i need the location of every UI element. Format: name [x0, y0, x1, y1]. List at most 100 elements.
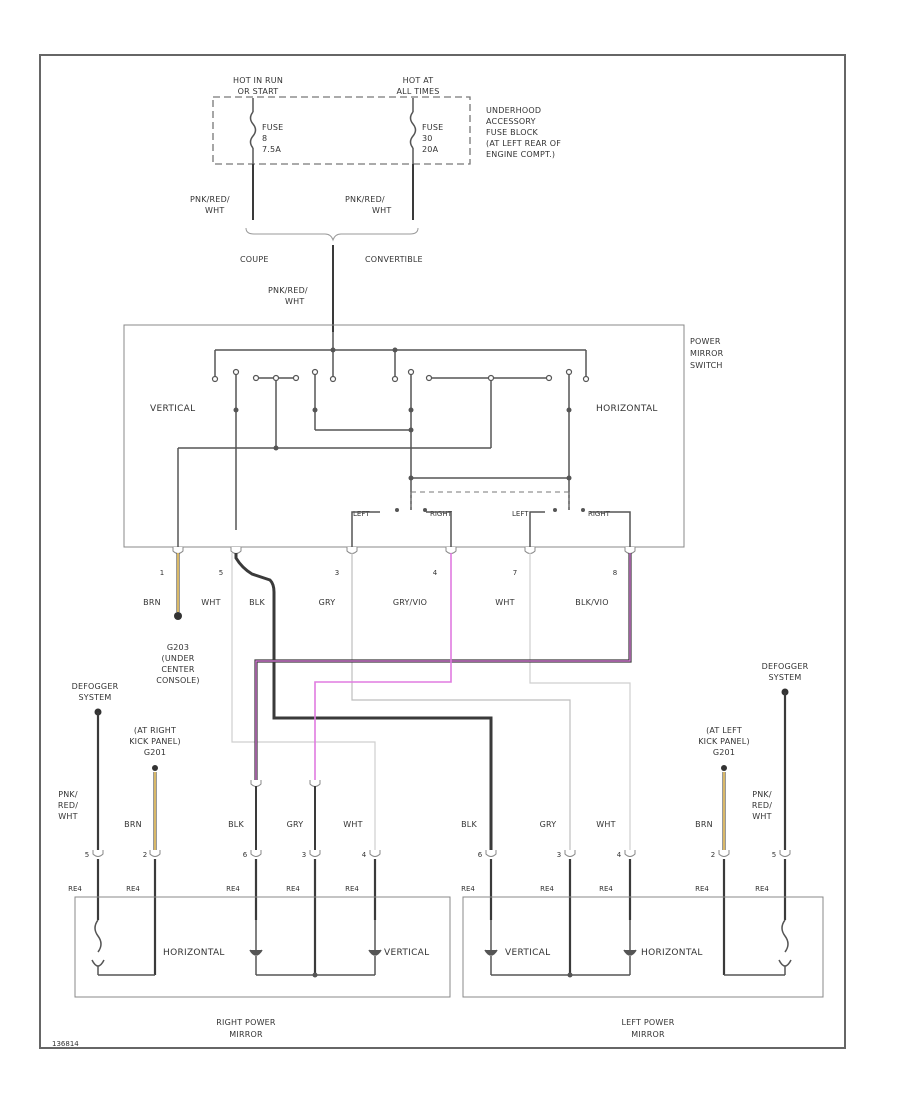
lm-pin-3: 3 [557, 851, 561, 859]
pin-3-color: GRY [319, 598, 336, 607]
fuse-block: HOT IN RUN OR START HOT AT ALL TIMES FUS… [212, 76, 561, 165]
rm-pin-3: 3 [302, 851, 306, 859]
rm-conn-2: RE4 [126, 885, 140, 893]
lm-conn-2: RE4 [540, 885, 554, 893]
coupe-label: COUPE [240, 255, 269, 264]
outer-frame [39, 54, 846, 1049]
wire-left-label-1: PNK/RED/ [190, 195, 230, 204]
fuse-right-line1: FUSE [422, 123, 443, 132]
rm-pin-5: 5 [85, 851, 89, 859]
wire-blk-6 [234, 553, 493, 850]
diagram-code: 136814 [52, 1040, 79, 1048]
pin-8-color: BLK/VIO [575, 598, 608, 607]
g201r-line1: (AT RIGHT [134, 726, 176, 735]
pin-5-color: WHT [201, 598, 220, 607]
rm-wire-red: RED/ [58, 801, 78, 810]
defogger-right-line2: SYSTEM [768, 673, 801, 682]
rm-label-2: MIRROR [229, 1030, 263, 1039]
ground-g201-left-kick: (AT LEFT KICK PANEL) G201 [698, 726, 750, 850]
fuse-8-icon [249, 111, 257, 149]
g203-line4: CONSOLE) [156, 676, 199, 685]
mirror-pin-numbers: 5 2 6 3 4 6 3 4 2 5 [85, 851, 776, 859]
wire-blk-vio-8 [255, 553, 631, 780]
wire-gry-3 [351, 553, 571, 850]
fuse-block-label-3: FUSE BLOCK [486, 128, 538, 137]
wire-center-label-2: WHT [285, 297, 304, 306]
ground-g203: G203 (UNDER CENTER CONSOLE) [156, 612, 200, 685]
lm-wire-blk: BLK [461, 820, 477, 829]
pin-4-num: 4 [433, 569, 438, 577]
switch-horizontal-label: HORIZONTAL [596, 404, 658, 414]
ground-g201-right-kick: (AT RIGHT KICK PANEL) G201 [129, 726, 181, 850]
pin-3-num: 3 [335, 569, 339, 577]
g201l-line1: (AT LEFT [706, 726, 742, 735]
pin-8-num: 8 [613, 569, 617, 577]
defogger-right-line1: DEFOGGER [762, 662, 809, 671]
rm-label-1: RIGHT POWER [216, 1018, 276, 1027]
lm-conn-4: RE4 [695, 885, 709, 893]
right-power-mirror: HORIZONTAL VERTICAL RIGHT POWER MIRROR [74, 896, 451, 1039]
wire-right-label-2: WHT [372, 206, 391, 215]
rm-wire-wht: WHT [58, 812, 77, 821]
g201l-line2: KICK PANEL) [698, 737, 750, 746]
rm-heater-icon [94, 919, 102, 953]
rm-pin-2: 2 [143, 851, 147, 859]
right-mirror-wire-labels: PNK/ RED/ WHT BRN BLK GRY WHT [58, 790, 363, 829]
g203-line3: CENTER [161, 665, 195, 674]
lm-wire-brn: BRN [695, 820, 713, 829]
lm-conn-3: RE4 [599, 885, 613, 893]
hot-left-line2: OR START [238, 87, 279, 96]
rm-conn-5: RE4 [345, 885, 359, 893]
rm-conn-3: RE4 [226, 885, 240, 893]
wire-right-label-1: PNK/RED/ [345, 195, 385, 204]
lm-horizontal-label: HORIZONTAL [641, 948, 703, 958]
lm-wire-wht2: WHT [752, 812, 771, 821]
fuse-left-line3: 7.5A [262, 145, 281, 154]
switch-pins [172, 547, 636, 554]
rm-wire-wht2: WHT [343, 820, 362, 829]
switch-left-2: LEFT [512, 510, 529, 518]
rm-wire-gry: GRY [287, 820, 304, 829]
wire-center-label-1: PNK/RED/ [268, 286, 308, 295]
pin-5-num: 5 [219, 569, 223, 577]
lm-pin-4: 4 [617, 851, 622, 859]
fuse-30-icon [409, 111, 417, 149]
g201r-line2: KICK PANEL) [129, 737, 181, 746]
lm-label-2: MIRROR [631, 1030, 665, 1039]
pin-7-num: 7 [513, 569, 517, 577]
wire-wht-5 [231, 553, 376, 850]
power-mirror-switch: POWER MIRROR SWITCH [123, 324, 723, 548]
fuse-left-line2: 8 [262, 134, 267, 143]
rm-horizontal-label: HORIZONTAL [163, 948, 225, 958]
pin-1-num: 1 [160, 569, 164, 577]
rm-vertical-motor-icon [368, 949, 382, 956]
lm-wire-red: RED/ [752, 801, 772, 810]
switch-vertical-label: VERTICAL [150, 404, 195, 414]
fuse-block-label-1: UNDERHOOD [486, 106, 541, 115]
pin-4-color: GRY/VIO [393, 598, 427, 607]
fuse-left-line1: FUSE [262, 123, 283, 132]
lm-wire-gry: GRY [540, 820, 557, 829]
defogger-left-line2: SYSTEM [78, 693, 111, 702]
left-power-mirror: VERTICAL HORIZONTAL LEFT POWER MIRROR [462, 896, 824, 1039]
hot-left-line1: HOT IN RUN [233, 76, 283, 85]
hot-right-line1: HOT AT [403, 76, 434, 85]
g203-line1: G203 [167, 643, 189, 652]
pin-1-color: BRN [143, 598, 161, 607]
switch-left-1: LEFT [353, 510, 370, 518]
connector-labels: RE4 RE4 RE4 RE4 RE4 RE4 RE4 RE4 RE4 RE4 [68, 885, 769, 893]
fuse-block-label-2: ACCESSORY [486, 117, 536, 126]
rm-wire-blk: BLK [228, 820, 244, 829]
defogger-left: DEFOGGER SYSTEM [72, 682, 118, 850]
lm-horizontal-motor-icon [623, 949, 637, 956]
lm-label-1: LEFT POWER [621, 1018, 674, 1027]
lm-conn-1: RE4 [461, 885, 475, 893]
lm-pin-6: 6 [478, 851, 483, 859]
fuse-right-line2: 30 [422, 134, 433, 143]
rm-horizontal-motor-icon [249, 949, 263, 956]
pin-6-color: BLK [249, 598, 265, 607]
switch-pin-labels: 1 5 3 4 7 8 BRN WHT BLK GRY GRY/VIO WHT … [143, 569, 617, 607]
rm-conn-4: RE4 [286, 885, 300, 893]
